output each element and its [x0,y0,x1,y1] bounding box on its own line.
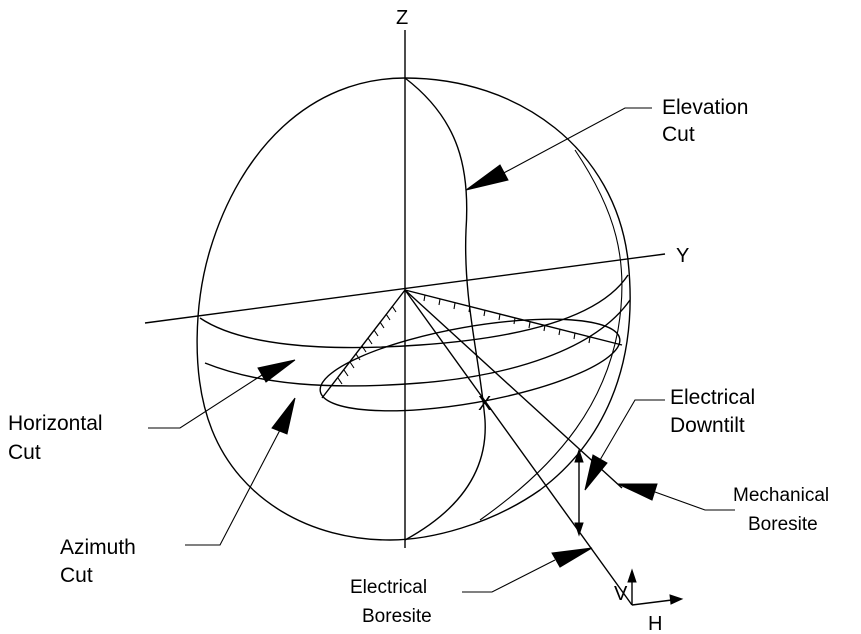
v-axis-arrow [627,568,637,583]
elevation-cut-arrow [465,164,509,191]
h-axis-line [631,599,673,606]
mechanical-boresite-line [404,289,623,489]
downtilt-arrow-bottom [574,522,584,537]
mechanical-boresite-leader [654,491,735,511]
right-meridian-curve [479,149,623,521]
azimuth-cut-arrow [271,397,296,435]
x-axis-label: X [478,393,491,415]
azimuth-cut-ellipse [319,318,621,412]
cone-line-left [321,289,406,399]
horizontal-cut-lower-arc [204,299,631,387]
horizontal-cut-label-line1: Horizontal [8,412,103,435]
electrical-downtilt-arrow [584,454,608,491]
electrical-boresite-label-line2: Boresite [362,606,432,627]
horizontal-cut-label-line2: Cut [8,441,41,464]
azimuth-cut-label-line1: Azimuth [60,536,136,559]
azimuth-cut-leader [185,429,281,546]
electrical-boresite-label-line1: Electrical [350,577,427,598]
elevation-cut-label-line1: Elevation [662,96,748,119]
y-axis-label: Y [676,245,689,267]
azimuth-cut-label-line2: Cut [60,564,93,587]
elevation-cut-curve [404,77,486,541]
downtilt-arrow-top [574,448,584,463]
cone-hatching [337,294,591,385]
h-axis-label: H [648,613,662,634]
mechanical-boresite-arrow [617,483,658,501]
horizontal-cut-arrow [257,359,296,383]
electrical-boresite-line [404,289,633,606]
electrical-downtilt-label-line2: Downtilt [670,414,745,437]
electrical-downtilt-leader [599,399,665,461]
electrical-boresite-arrow [551,547,593,568]
mechanical-boresite-label-line1: Mechanical [733,485,829,506]
elevation-cut-leader [499,107,652,176]
z-axis-label: Z [396,7,408,29]
v-axis-label: V [614,583,628,605]
h-axis-arrow [669,594,684,605]
y-axis-line [144,253,666,324]
horizontal-cut-upper-arc [199,274,629,349]
mechanical-boresite-label-line2: Boresite [748,514,818,535]
cone-line-right [404,289,623,346]
electrical-boresite-leader [462,559,556,593]
sphere-outline [196,77,631,541]
elevation-cut-label-line2: Cut [662,123,695,146]
horizontal-cut-leader [148,374,263,429]
electrical-downtilt-label-line1: Electrical [670,386,755,409]
